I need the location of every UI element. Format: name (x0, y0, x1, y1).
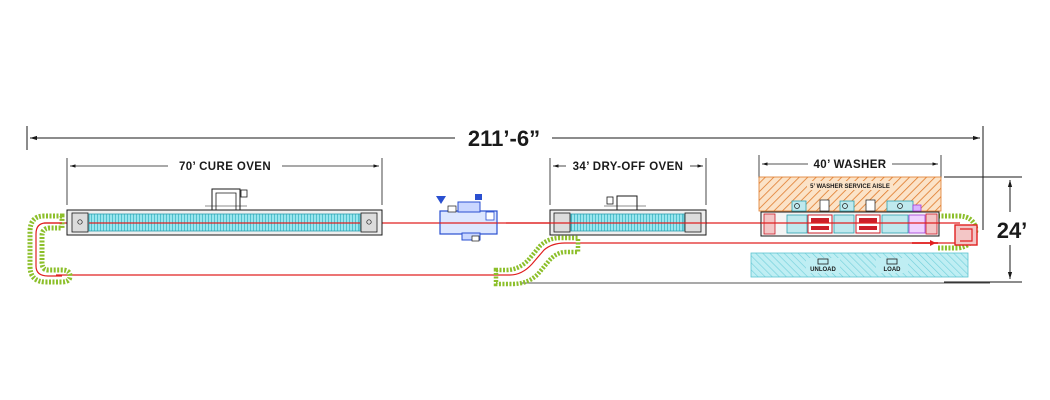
left-curve-track (27, 213, 73, 285)
overall-width-dimension: 24’ (944, 176, 1028, 283)
overall-length-label: 211’-6” (468, 126, 540, 151)
overall-length-dimension: 211’-6” (26, 126, 984, 230)
dryoff-oven (506, 195, 707, 236)
load-unload-zone: UNLOAD LOAD (750, 252, 969, 278)
powder-booth (436, 194, 498, 242)
washer-label: 40’ WASHER (813, 159, 886, 171)
cure-oven-dimension: 70’ CURE OVEN (66, 158, 383, 205)
booth-collector-icon (475, 194, 482, 200)
middle-curve-track (493, 235, 581, 287)
service-aisle-label: 5’ WASHER SERVICE AISLE (810, 184, 890, 190)
washer-pump-icon (791, 200, 807, 212)
cure-oven (66, 188, 383, 236)
overall-width-label: 24’ (997, 218, 1028, 243)
unload-label: UNLOAD (810, 267, 836, 273)
load-label: LOAD (884, 267, 902, 273)
unload-station-icon (817, 258, 829, 265)
drive-unit-icon (954, 224, 978, 246)
dryoff-oven-label: 34’ DRY-OFF OVEN (573, 161, 684, 173)
washer (760, 199, 940, 237)
washer-dimension: 40’ WASHER (758, 155, 942, 178)
dryoff-oven-burner-icon (606, 196, 614, 205)
booth-hopper-icon (436, 196, 446, 204)
cure-oven-label: 70’ CURE OVEN (179, 161, 271, 173)
load-station-icon (886, 258, 898, 265)
cure-oven-burner-icon (240, 189, 248, 198)
dryoff-oven-dimension: 34’ DRY-OFF OVEN (549, 158, 707, 205)
right-curve-track (912, 213, 979, 251)
